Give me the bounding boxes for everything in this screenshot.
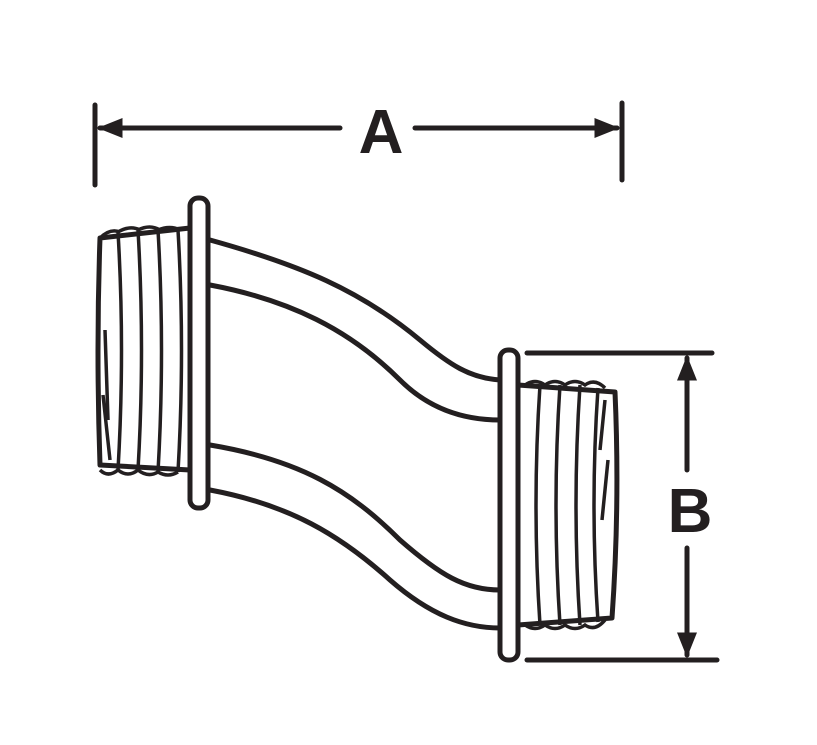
offset-pipe-body — [207, 237, 503, 631]
right-threaded-end — [515, 379, 620, 631]
left-flange — [187, 195, 211, 511]
dimension-b-label: B — [668, 477, 713, 546]
dimension-b: B — [524, 350, 720, 663]
right-flange — [497, 347, 521, 663]
dimension-a: A — [92, 98, 625, 188]
dimension-a-label: A — [359, 98, 404, 167]
left-threaded-end — [95, 225, 193, 477]
